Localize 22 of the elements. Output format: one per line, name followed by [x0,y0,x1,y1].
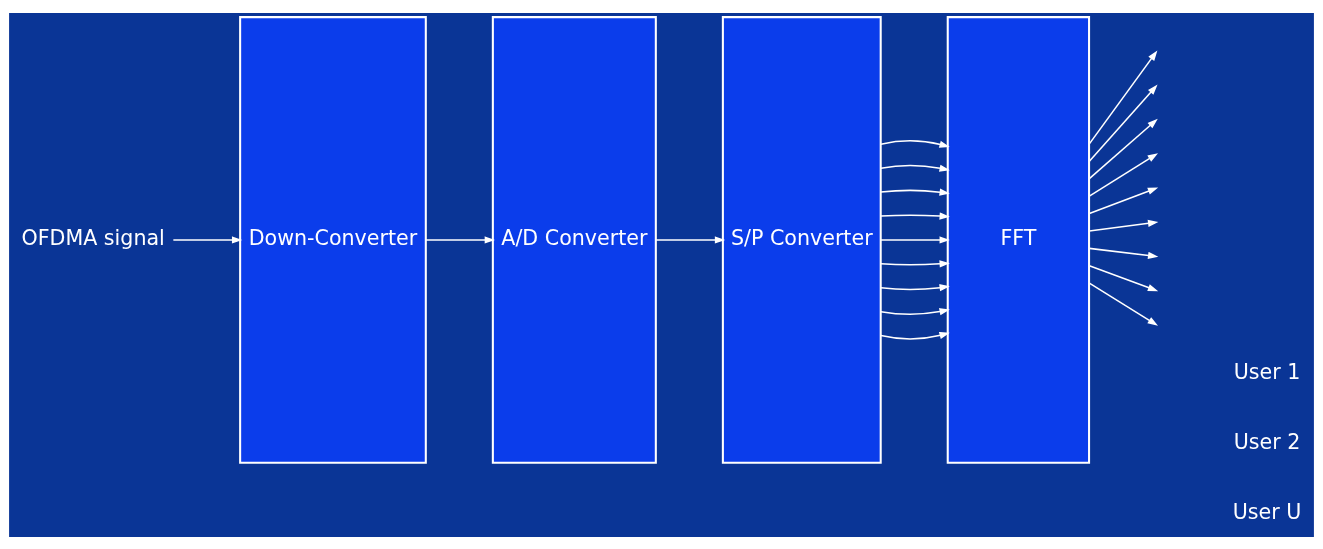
label: User U [1232,499,1302,524]
arrow [880,331,950,340]
arrow [880,211,950,220]
node-box: Down-Converter [239,15,427,464]
arrow [880,164,950,172]
node-box: S/P Converter [721,15,882,464]
arrow [880,307,950,315]
label: User 2 [1233,429,1301,454]
arrow [1088,264,1159,291]
node-text: OFDMA signal [21,225,165,250]
arrow [1088,187,1159,214]
arrow [880,188,950,196]
arrow [425,235,495,244]
arrow [172,235,243,244]
label: User 1 [1233,359,1301,384]
node-box: FFT [946,15,1091,464]
arrow [880,259,950,267]
arrow [880,139,950,148]
arrow [880,235,950,244]
arrow [880,283,950,291]
node-box: A/D Converter [491,15,657,464]
arrow [655,235,726,244]
